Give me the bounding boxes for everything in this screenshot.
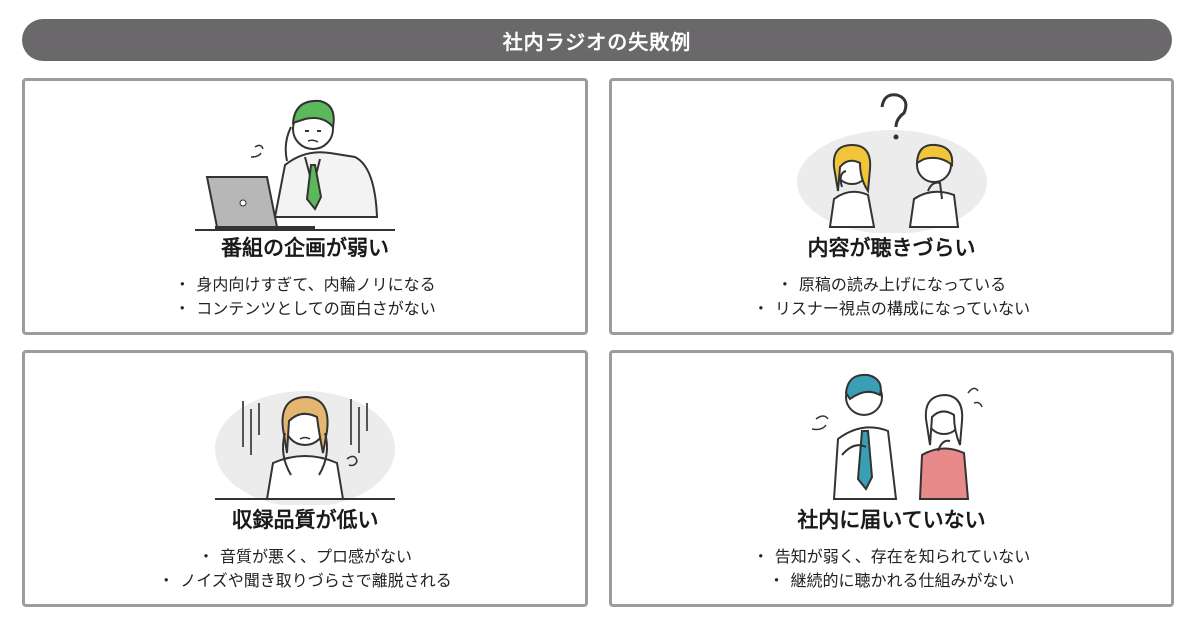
- list-item: ・継続的に聴かれる仕組みがない: [768, 571, 1015, 590]
- bullet-list: ・音質が悪く、プロ感がない ・ノイズや聞き取りづらさで離脱される: [25, 545, 585, 593]
- failure-card-not-reaching: 社内に届いていない ・告知が弱く、存在を知られていない ・継続的に聴かれる仕組み…: [609, 350, 1174, 607]
- list-item: ・コンテンツとしての面白さがない: [174, 299, 436, 318]
- man-at-laptop-troubled-icon: [195, 99, 395, 231]
- card-title: 収録品質が低い: [231, 508, 379, 532]
- list-item: ・身内向けすぎて、内輪ノリになる: [174, 275, 436, 294]
- failure-card-low-quality: 収録品質が低い ・音質が悪く、プロ感がない ・ノイズや聞き取りづらさで離脱される: [22, 350, 588, 607]
- card-title: 内容が聴きづらい: [807, 236, 976, 260]
- card-title: 社内に届いていない: [797, 508, 986, 532]
- bullet-list: ・身内向けすぎて、内輪ノリになる ・コンテンツとしての面白さがない: [25, 273, 585, 321]
- list-item: ・ノイズや聞き取りづらさで離脱される: [158, 571, 452, 590]
- list-item: ・音質が悪く、プロ感がない: [197, 547, 413, 566]
- page-title: 社内ラジオの失敗例: [502, 29, 692, 54]
- failure-card-weak-planning: 番組の企画が弱い ・身内向けすぎて、内輪ノリになる ・コンテンツとしての面白さが…: [22, 78, 588, 335]
- failure-card-hard-to-listen: 内容が聴きづらい ・原稿の読み上げになっている ・リスナー視点の構成になっていな…: [609, 78, 1174, 335]
- unaware-colleagues-icon: [811, 373, 983, 500]
- confused-listeners-icon: [796, 93, 987, 233]
- list-item: ・リスナー視点の構成になっていない: [752, 299, 1031, 318]
- stressed-woman-icon: [215, 391, 395, 505]
- card-title: 番組の企画が弱い: [221, 236, 389, 260]
- bullet-list: ・原稿の読み上げになっている ・リスナー視点の構成になっていない: [612, 273, 1171, 321]
- list-item: ・告知が弱く、存在を知られていない: [752, 547, 1031, 566]
- page-header: 社内ラジオの失敗例: [22, 19, 1172, 61]
- bullet-list: ・告知が弱く、存在を知られていない ・継続的に聴かれる仕組みがない: [612, 545, 1171, 593]
- list-item: ・原稿の読み上げになっている: [776, 275, 1007, 294]
